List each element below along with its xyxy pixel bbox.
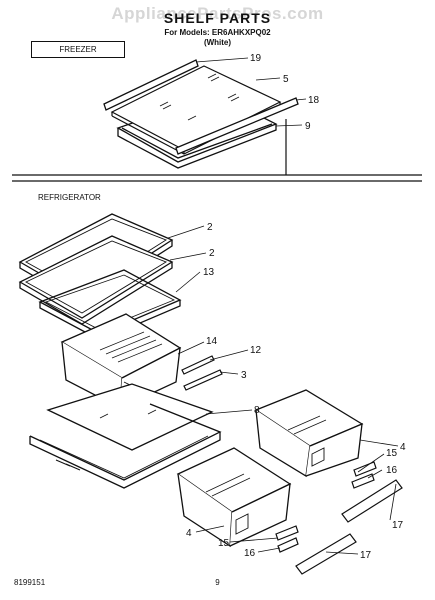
part-number-2-lower: 2 — [209, 248, 215, 259]
pan-slide-rails — [181, 355, 223, 391]
freezer-glass-glare — [159, 73, 240, 121]
drawer-rails — [295, 479, 403, 575]
variant-line: (White) — [203, 38, 232, 47]
freezer-front-trim — [103, 59, 299, 155]
part-number-9: 9 — [305, 121, 311, 132]
crisper-drawer-left-ribs — [205, 473, 251, 497]
part-number-17-right: 17 — [392, 520, 404, 531]
part-number-2-upper: 2 — [207, 222, 213, 233]
refrigerator-section-label: REFRIGERATOR — [38, 193, 101, 202]
part-number-labels: 19 5 18 9 2 2 13 14 12 3 8 4 15 16 17 4 … — [186, 53, 406, 561]
part-number-4-left: 4 — [186, 528, 192, 539]
document-number: 8199151 — [14, 578, 46, 587]
part-number-18: 18 — [308, 95, 320, 106]
freezer-section-label: FREEZER — [31, 41, 125, 58]
pan-drawer-ribs — [99, 331, 163, 363]
part-number-17-left: 17 — [360, 550, 372, 561]
crisper-support-frame — [29, 403, 222, 489]
section-divider — [12, 119, 422, 182]
crisper-drawer-right — [254, 389, 364, 478]
part-number-4-right: 4 — [400, 442, 406, 453]
watermark: AppliancePartsPros.com — [111, 4, 324, 23]
part-number-19: 19 — [250, 53, 262, 64]
leader-lines — [167, 57, 399, 555]
part-number-16-right: 16 — [386, 465, 398, 476]
part-number-8: 8 — [254, 405, 260, 416]
page-title: SHELF PARTS — [163, 10, 272, 26]
part-number-14: 14 — [206, 336, 218, 347]
part-number-3: 3 — [241, 370, 247, 381]
crisper-drawer-left — [176, 447, 292, 548]
page-number: 9 — [215, 578, 220, 587]
part-number-13: 13 — [203, 267, 215, 278]
part-number-5: 5 — [283, 74, 289, 85]
drawer-small-parts — [275, 461, 377, 553]
crisper-glass-cover — [46, 383, 214, 451]
part-number-12: 12 — [250, 345, 262, 356]
crisper-drawer-right-ribs — [287, 415, 327, 435]
models-line: For Models: ER6AHKXPQ02 — [164, 28, 271, 37]
part-number-16-left: 16 — [244, 548, 256, 559]
part-number-15-right: 15 — [386, 448, 398, 459]
part-number-15-left: 15 — [218, 538, 230, 549]
